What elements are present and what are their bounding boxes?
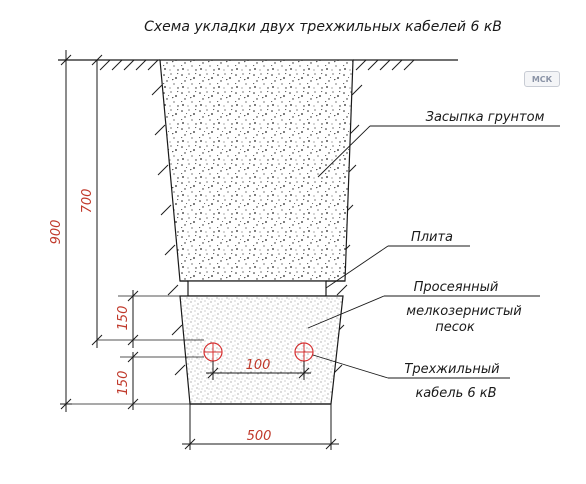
dim-cable-spacing [206,361,311,380]
ground-hatch-right [355,59,415,71]
dim-label-trench-width: 500 [247,429,272,444]
dim-upper-sand [118,290,180,348]
left-wall-hatch [151,84,186,376]
label-sand-line2: мелкозернистый [406,304,521,319]
leader-sand [307,295,385,329]
leader-slab [325,245,389,289]
label-cable-line2: кабель 6 кВ [415,386,496,401]
label-sand-line1: Просеянный [414,280,499,295]
cable-right [294,342,314,362]
diagram-title: Схема укладки двух трехжильных кабелей 6… [144,19,502,35]
cable-left [203,342,223,362]
dim-lower-sand [120,351,204,410]
dim-label-lower-sand: 150 [116,371,131,396]
protective-slab [187,280,327,297]
label-slab: Плита [411,230,453,245]
ground-hatch-left [99,59,159,71]
dim-label-backfill-depth: 700 [80,189,95,214]
dim-label-upper-sand: 150 [116,306,131,331]
msk-badge[interactable]: МСК [524,71,560,87]
label-cable-line1: Трехжильный [404,362,499,377]
label-sand-line3: песок [435,320,475,335]
dim-backfill-depth [91,54,204,348]
dim-trench-width [182,404,339,450]
leader-backfill [317,125,371,178]
dim-label-total-depth: 900 [49,220,64,245]
dim-label-cable-spacing: 100 [246,358,271,373]
dim-total-depth [60,50,190,412]
label-backfill: Засыпка грунтом [426,110,545,125]
leader-cable [312,354,389,379]
